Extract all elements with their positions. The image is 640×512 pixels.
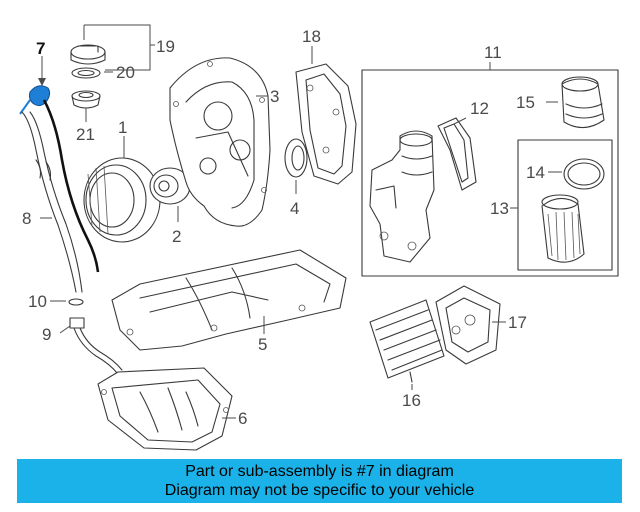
banner-line-2: Diagram may not be specific to your vehi… — [164, 482, 475, 499]
callout-12: 12 — [470, 99, 489, 118]
upper-oil-pan — [111, 249, 347, 351]
oil-cooler-group — [369, 285, 506, 390]
callout-14: 14 — [526, 163, 545, 182]
callout-9: 9 — [42, 325, 51, 344]
oil-filter-housing-group — [361, 62, 619, 277]
callout-10: 10 — [28, 292, 47, 311]
callout-8: 8 — [22, 209, 31, 228]
callout-4: 4 — [290, 199, 299, 218]
callout-15: 15 — [516, 93, 535, 112]
callout-21: 21 — [76, 125, 95, 144]
dipstick-tube-group — [21, 111, 123, 375]
callout-20: 20 — [116, 63, 135, 82]
oil-filler-cap-group — [70, 24, 155, 122]
crankshaft-pulley — [83, 136, 161, 243]
callout-5: 5 — [258, 335, 267, 354]
lower-oil-pan — [97, 367, 236, 451]
callout-6: 6 — [238, 409, 247, 428]
callout-11: 11 — [484, 43, 502, 62]
crank-sprocket — [149, 167, 191, 222]
callout-18: 18 — [302, 27, 321, 46]
callout-13: 13 — [490, 199, 509, 218]
callout-3: 3 — [270, 87, 279, 106]
callout-19: 19 — [156, 37, 175, 56]
callout-17: 17 — [508, 313, 527, 332]
cover-gasket — [295, 46, 357, 185]
callout-7: 7 — [36, 39, 45, 58]
front-seal — [284, 138, 308, 194]
timing-cover — [169, 57, 271, 227]
part-info-banner: Part or sub-assembly is #7 in diagram Di… — [17, 459, 622, 503]
callout-16: 16 — [402, 391, 421, 410]
dipstick-highlighted-part — [19, 56, 100, 273]
callout-1: 1 — [118, 118, 127, 137]
banner-line-1: Part or sub-assembly is #7 in diagram — [185, 463, 454, 480]
callout-labels: 1 2 3 4 5 6 7 8 9 10 11 12 13 14 15 16 1… — [22, 27, 545, 428]
engine-parts-diagram: 1 2 3 4 5 6 7 8 9 10 11 12 13 14 15 16 1… — [19, 24, 619, 451]
callout-2: 2 — [172, 227, 181, 246]
